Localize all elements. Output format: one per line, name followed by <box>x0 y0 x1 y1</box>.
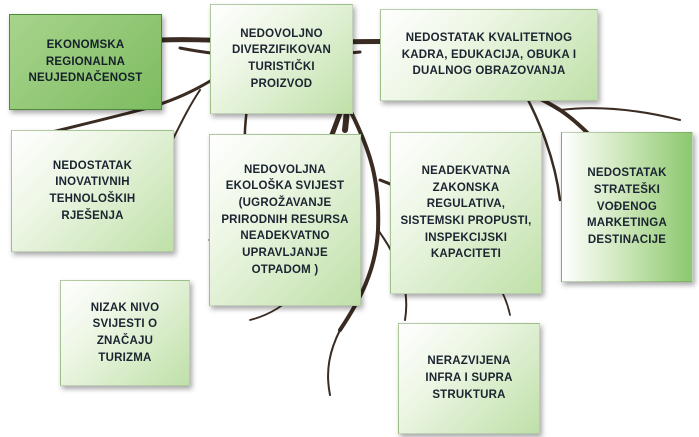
box-ekoloska-text: NEDOVOLJNA EKOLOŠKA SVIJEST (UGROŽAVANJE… <box>221 163 349 276</box>
box-ekonomska-text: EKONOMSKA REGIONALNA NEUJEDNAČENOST <box>28 38 143 85</box>
box-ekonomska-neujednacenost: EKONOMSKA REGIONALNA NEUJEDNAČENOST <box>9 14 162 110</box>
box-marketing-text: NEDOSTATAK STRATEŠKI VOĐENOG MARKETINGA … <box>587 167 667 246</box>
box-diverzifikovan-text: NEDOVOLJNO DIVERZIFIKOVAN TURISTIČKI PRO… <box>231 27 332 90</box>
box-infra-text: NERAZVIJENA INFRA I SUPRA STRUKTURA <box>425 355 513 401</box>
box-inovativna-rjesenja: NEDOSTATAK INOVATIVNIH TEHNOLOŠKIH RJEŠE… <box>11 130 174 252</box>
box-svijest-text: NIZAK NIVO SVIJESTI O ZNAČAJU TURIZMA <box>90 301 160 364</box>
box-infra-supra-struktura: NERAZVIJENA INFRA I SUPRA STRUKTURA <box>398 323 540 434</box>
box-marketing-destinacije: NEDOSTATAK STRATEŠKI VOĐENOG MARKETINGA … <box>561 132 693 282</box>
box-diverzifikovan-proizvod: NEDOVOLJNO DIVERZIFIKOVAN TURISTIČKI PRO… <box>210 4 353 114</box>
box-inovativni-text: NEDOSTATAK INOVATIVNIH TEHNOLOŠKIH RJEŠE… <box>49 159 136 222</box>
box-svijest-o-turizmu: NIZAK NIVO SVIJESTI O ZNAČAJU TURIZMA <box>60 280 190 386</box>
box-ekoloska-svijest: NEDOVOLJNA EKOLOŠKA SVIJEST (UGROŽAVANJE… <box>209 134 361 306</box>
box-kadar-text: NEDOSTATAK KVALITETNOG KADRA, EDUKACIJA,… <box>401 31 577 78</box>
box-regulativa-text: NEADEKVATNA ZAKONSKA REGULATIVA, SISTEMS… <box>400 164 532 261</box>
box-nedostatak-kadra: NEDOSTATAK KVALITETNOG KADRA, EDUKACIJA,… <box>380 9 598 101</box>
box-zakonska-regulativa: NEADEKVATNA ZAKONSKA REGULATIVA, SISTEMS… <box>390 132 542 294</box>
